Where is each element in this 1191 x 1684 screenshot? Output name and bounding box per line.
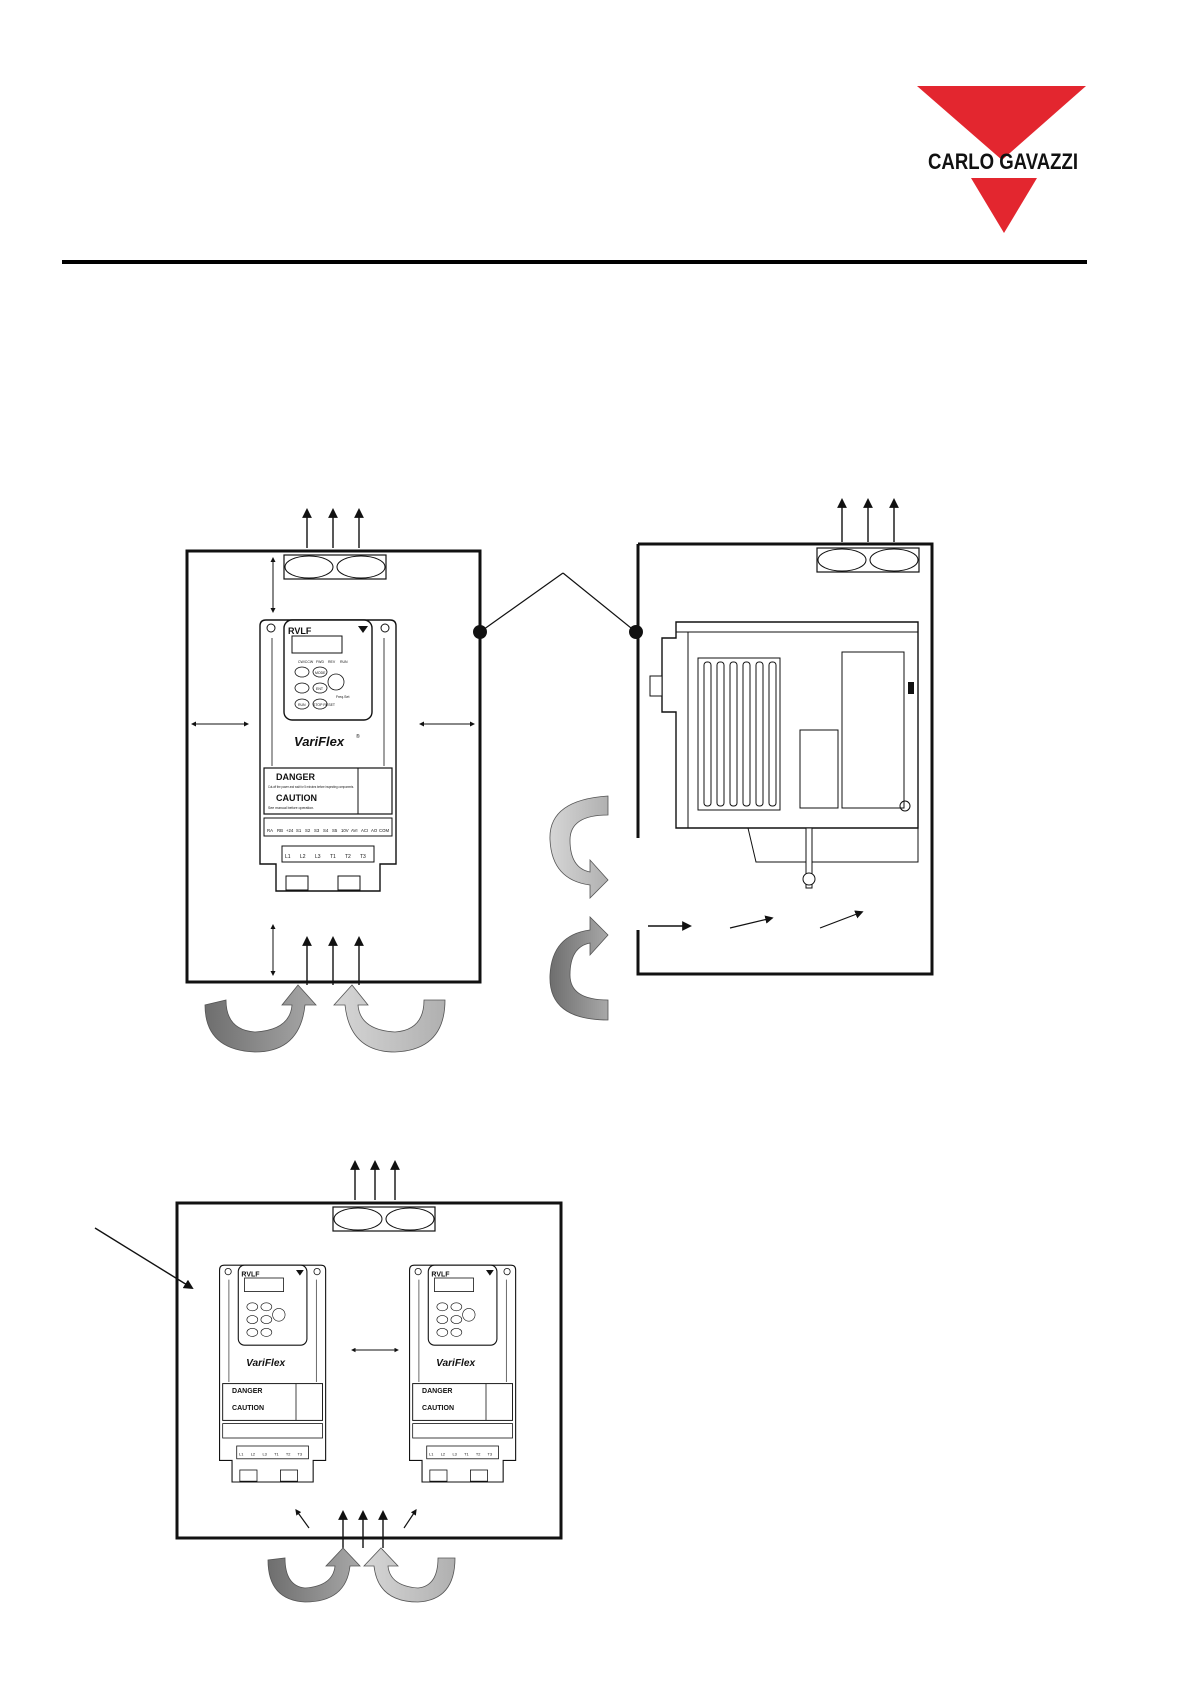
svg-text:DANGER: DANGER	[232, 1387, 262, 1395]
led-label-2: FWD	[316, 660, 324, 664]
svg-text:CAUTION: CAUTION	[422, 1404, 454, 1412]
svg-text:T2: T2	[476, 1452, 481, 1457]
exhaust-airflow-arrows	[302, 508, 364, 548]
enclosure-pointer-arrow	[94, 1227, 194, 1290]
svg-text:L2: L2	[251, 1452, 255, 1457]
svg-text:S1: S1	[296, 828, 302, 833]
caution-text: See manual before operation.	[268, 806, 314, 810]
svg-text:S3: S3	[314, 828, 320, 833]
clearance-arrows	[191, 557, 475, 976]
led-label-1: CW/CCW	[298, 660, 314, 664]
side-by-side-diagram: RVLF VariFlex DANGER CAUTION L1 L2 L3 T1…	[94, 1160, 563, 1603]
svg-text:ACI: ACI	[361, 828, 368, 833]
led-label-3: REV	[328, 660, 336, 664]
side-curved-airflow	[549, 795, 609, 1021]
key-stop: STOP RESET	[313, 703, 336, 707]
side-airflow-arrows	[648, 910, 864, 931]
power-terminal-labels: L1 L2 L3 T1 T2 T3	[285, 854, 366, 860]
svg-text:DANGER: DANGER	[422, 1387, 452, 1395]
key-mode: MODE	[315, 671, 326, 675]
svg-text:COM: COM	[379, 828, 389, 833]
svg-text:RA: RA	[267, 828, 273, 833]
svg-text:L3: L3	[452, 1452, 457, 1457]
svg-text:10V: 10V	[341, 828, 349, 833]
svg-text:S5: S5	[332, 828, 338, 833]
enclosure-wall-callout	[473, 572, 643, 639]
svg-text:CAUTION: CAUTION	[232, 1404, 264, 1412]
caution-title: CAUTION	[276, 793, 317, 803]
svg-text:L1: L1	[429, 1452, 433, 1457]
multi-curved-airflow	[267, 1547, 456, 1603]
svg-text:L2: L2	[300, 854, 306, 860]
svg-text:VariFlex: VariFlex	[246, 1358, 286, 1369]
key-run: RUN	[298, 703, 306, 707]
svg-text:T2: T2	[286, 1452, 291, 1457]
heatsink-fins	[697, 657, 781, 811]
svg-text:RVLF: RVLF	[241, 1270, 260, 1278]
drive-front-view: RVLF CW/CCW FWD REV RUN MODE ENT RUN STO…	[259, 619, 397, 892]
svg-text:T3: T3	[488, 1452, 493, 1457]
svg-text:T3: T3	[360, 854, 366, 860]
multi-intake-arrows	[295, 1509, 417, 1548]
carlo-gavazzi-logo: CARLO GAVAZZI	[917, 86, 1086, 233]
product-name: VariFlex	[294, 734, 345, 749]
svg-text:+24: +24	[286, 828, 294, 833]
side-view-diagram	[549, 498, 934, 1021]
brand-name: CARLO GAVAZZI	[928, 149, 1078, 174]
svg-text:T1: T1	[330, 854, 336, 860]
drive-left: RVLF VariFlex DANGER CAUTION L1 L2 L3 T1…	[218, 1264, 327, 1483]
svg-text:T1: T1	[464, 1452, 469, 1457]
drive-side-view	[649, 621, 919, 889]
drive-right: RVLF VariFlex DANGER CAUTION L1 L2 L3 T1…	[408, 1264, 517, 1483]
front-view-diagram: RVLF CW/CCW FWD REV RUN MODE ENT RUN STO…	[185, 508, 482, 1053]
svg-text:L1: L1	[239, 1452, 243, 1457]
svg-text:L3: L3	[315, 854, 321, 860]
svg-text:S2: S2	[305, 828, 311, 833]
curved-airflow-arrows	[204, 984, 446, 1053]
danger-text: Cut-off the power and wait for 5 minutes…	[268, 785, 354, 789]
svg-text:VariFlex: VariFlex	[436, 1358, 476, 1369]
svg-text:RB: RB	[277, 828, 283, 833]
svg-text:T3: T3	[298, 1452, 303, 1457]
enclosure-side	[636, 542, 934, 976]
svg-text:L2: L2	[441, 1452, 445, 1457]
enclosure-multi	[175, 1201, 563, 1540]
danger-title: DANGER	[276, 772, 316, 782]
svg-text:L1: L1	[285, 854, 291, 860]
svg-text:S4: S4	[323, 828, 329, 833]
drive-model: RVLF	[288, 626, 312, 636]
pot-label: Freq.Set	[336, 695, 349, 699]
side-exhaust-arrows	[837, 498, 899, 542]
svg-text:AVI: AVI	[351, 828, 358, 833]
svg-text:AO: AO	[371, 828, 378, 833]
intake-airflow-arrows	[302, 936, 364, 985]
exhaust-fans	[283, 554, 387, 580]
multi-exhaust-arrows	[350, 1160, 400, 1200]
key-ent: ENT	[316, 687, 324, 691]
reg-mark: ®	[356, 733, 360, 740]
svg-text:T2: T2	[345, 854, 351, 860]
side-exhaust-fans	[816, 547, 920, 573]
svg-text:L3: L3	[262, 1452, 267, 1457]
svg-text:T1: T1	[274, 1452, 279, 1457]
led-label-4: RUN	[340, 660, 348, 664]
svg-text:RVLF: RVLF	[431, 1270, 450, 1278]
multi-exhaust-fans	[332, 1206, 436, 1232]
control-terminal-labels: RA RB +24 S1 S2 S3 S4 S5 10V AVI ACI AO …	[267, 828, 389, 833]
